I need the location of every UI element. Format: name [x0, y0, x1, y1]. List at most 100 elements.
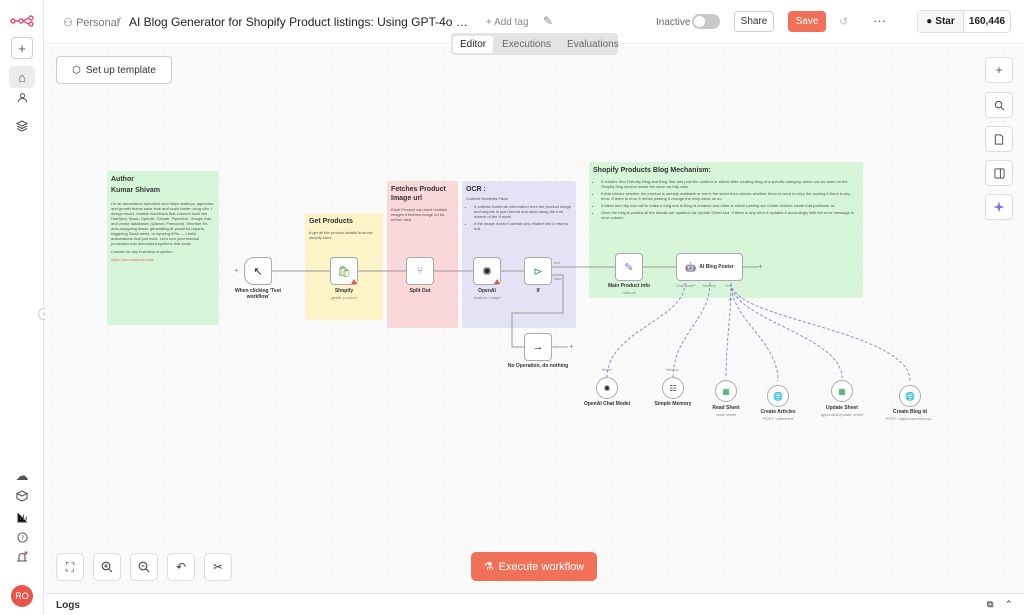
get-products-body: It get all the product details from the … [309, 230, 373, 240]
globe-icon: 🌐 [773, 391, 783, 401]
notification-bell-icon[interactable] [9, 546, 35, 568]
breadcrumb-personal[interactable]: ⚇ Personal [63, 17, 120, 29]
save-button[interactable]: Save [788, 11, 826, 32]
node-label: If [536, 288, 540, 294]
author-name: Kumar Shivam [111, 187, 161, 194]
node-sublabel: POST: https://ownershopi... [885, 416, 935, 421]
undo-icon[interactable]: ↶ [167, 553, 195, 581]
node-ai-blog-poster[interactable]: 🤖 AI Blog Poster [676, 253, 743, 281]
sticky-note-ocr[interactable]: OCR : Collects Nutrients Facts It collec… [462, 181, 576, 328]
node-update-sheet[interactable]: ▦ [831, 380, 853, 402]
cloud-icon[interactable]: ☁ [15, 468, 29, 483]
node-simple-memory[interactable]: ☷ [662, 377, 684, 399]
pop-out-icon[interactable]: ⧉ [987, 599, 994, 609]
logs-panel[interactable]: Logs ⧉ ⌃ [45, 593, 1024, 615]
chat-model-port-label: Model [602, 368, 612, 372]
help-icon[interactable]: ? [9, 526, 35, 548]
sticky-note-fetch-image[interactable]: Fetches Product Image url Each Product c… [387, 181, 458, 328]
node-label: OpenAI [478, 288, 496, 294]
node-openai[interactable]: ✺ [473, 257, 501, 285]
database-icon: ☷ [669, 383, 677, 393]
breadcrumb-separator: / [117, 14, 121, 30]
node-label: Main Product info [607, 283, 651, 289]
share-button[interactable]: Share [734, 11, 774, 32]
node-label: Shopify [334, 288, 354, 294]
sticky-note-icon[interactable] [985, 126, 1013, 152]
tab-editor[interactable]: Editor [453, 35, 494, 53]
execute-workflow-button[interactable]: ⚗ Execute workflow [471, 552, 597, 581]
globe-icon: 🌐 [905, 391, 915, 401]
node-main-product-info[interactable]: ✎ [615, 253, 643, 281]
zoom-in-icon[interactable] [93, 553, 121, 581]
node-sublabel: appendOrUpdate: sheet [820, 412, 864, 417]
agent-port-tool: Tool [725, 284, 732, 288]
panel-toggle-icon[interactable] [985, 160, 1013, 186]
if-false-label: false [554, 277, 562, 281]
google-sheets-icon: ▦ [838, 386, 846, 396]
node-label: Simple Memory [654, 401, 692, 407]
openai-logo-icon: ✺ [482, 265, 492, 278]
node-openai-chat-model[interactable]: ✺ [596, 377, 618, 399]
node-sublabel: manual [622, 290, 636, 295]
tool-add-icon[interactable]: + [728, 295, 733, 304]
node-label: Update Sheet [826, 405, 858, 411]
node-sublabel: analyze: image [473, 295, 501, 300]
branch-icon: ⊳ [533, 265, 543, 278]
history-icon[interactable]: ↺ [839, 16, 849, 28]
edit-description-icon[interactable]: ✎ [543, 14, 554, 28]
clear-execution-icon[interactable]: ✂ [204, 553, 232, 581]
author-body: I'm an automation specialist who helps s… [111, 201, 215, 246]
ai-assistant-sparkle-icon[interactable] [985, 194, 1013, 220]
workflow-title[interactable]: AI Blog Generator for Shopify Product li… [129, 15, 474, 29]
sticky-note-author[interactable]: Author Kumar Shivam I'm an automation sp… [107, 171, 219, 325]
add-tag-button[interactable]: + Add tag [486, 17, 529, 28]
home-icon[interactable]: ⌂ [9, 66, 35, 88]
noop-add-icon[interactable]: + [569, 342, 574, 351]
warning-icon [494, 279, 500, 284]
node-label: Create Articles [760, 409, 796, 415]
cursor-click-icon: ↖ [253, 265, 263, 278]
templates-icon[interactable] [9, 485, 35, 507]
node-label: Read Sheet [712, 405, 740, 411]
add-node-plus-icon[interactable]: + [985, 57, 1013, 83]
node-sublabel: read: sheet [715, 412, 736, 417]
node-split-out[interactable]: ⑂ [406, 257, 434, 285]
github-star-button[interactable]: ● Star [918, 11, 964, 32]
left-sidebar: + ⌂ ☁ ? RO [0, 0, 44, 615]
ocr-heading: OCR : [466, 186, 486, 193]
user-icon[interactable] [9, 86, 35, 108]
setup-template-button[interactable]: ⬡ Set up template [56, 56, 172, 84]
node-create-blog-id[interactable]: 🌐 [899, 385, 921, 407]
tab-executions[interactable]: Executions [502, 38, 552, 50]
author-link[interactable]: https://kumarshivam.link [111, 257, 154, 262]
agent-port-chat-model: Chat Model* [676, 284, 696, 288]
node-label: Split Out [409, 288, 431, 294]
fit-view-icon[interactable]: ⛶ [56, 553, 84, 581]
agent-add-icon[interactable]: + [758, 262, 763, 271]
mechanism-bullet: Once the blog is posted all the details … [601, 210, 859, 220]
layers-icon[interactable] [9, 115, 35, 137]
node-sublabel: getAll: product [331, 295, 357, 300]
github-star-widget[interactable]: ● Star 160,446 [917, 10, 1011, 33]
create-plus-icon[interactable]: + [11, 37, 33, 59]
author-heading: Author [111, 176, 134, 183]
zoom-out-icon[interactable] [130, 553, 158, 581]
trigger-add-icon[interactable]: + [234, 266, 239, 275]
more-options-icon[interactable]: ··· [873, 13, 886, 28]
node-create-articles[interactable]: 🌐 [767, 385, 789, 407]
node-manual-trigger[interactable]: ↖ [244, 257, 272, 285]
svg-text:?: ? [20, 533, 23, 541]
node-no-operation[interactable]: → [524, 333, 552, 361]
tab-evaluations[interactable]: Evaluations [567, 38, 619, 50]
pencil-icon: ✎ [624, 261, 634, 274]
get-products-heading: Get Products [309, 218, 353, 225]
author-contact: Contact for any business enquiries - [111, 249, 175, 254]
insights-chart-icon[interactable] [9, 506, 35, 528]
active-toggle[interactable] [692, 14, 720, 29]
node-if[interactable]: ⊳ [524, 257, 552, 285]
expand-chevron-icon[interactable]: ⌃ [1005, 599, 1013, 609]
user-avatar[interactable]: RO [11, 585, 33, 607]
search-nodes-icon[interactable] [985, 92, 1013, 118]
node-read-sheet[interactable]: ▦ [715, 380, 737, 402]
n8n-logo-icon[interactable] [9, 10, 35, 32]
